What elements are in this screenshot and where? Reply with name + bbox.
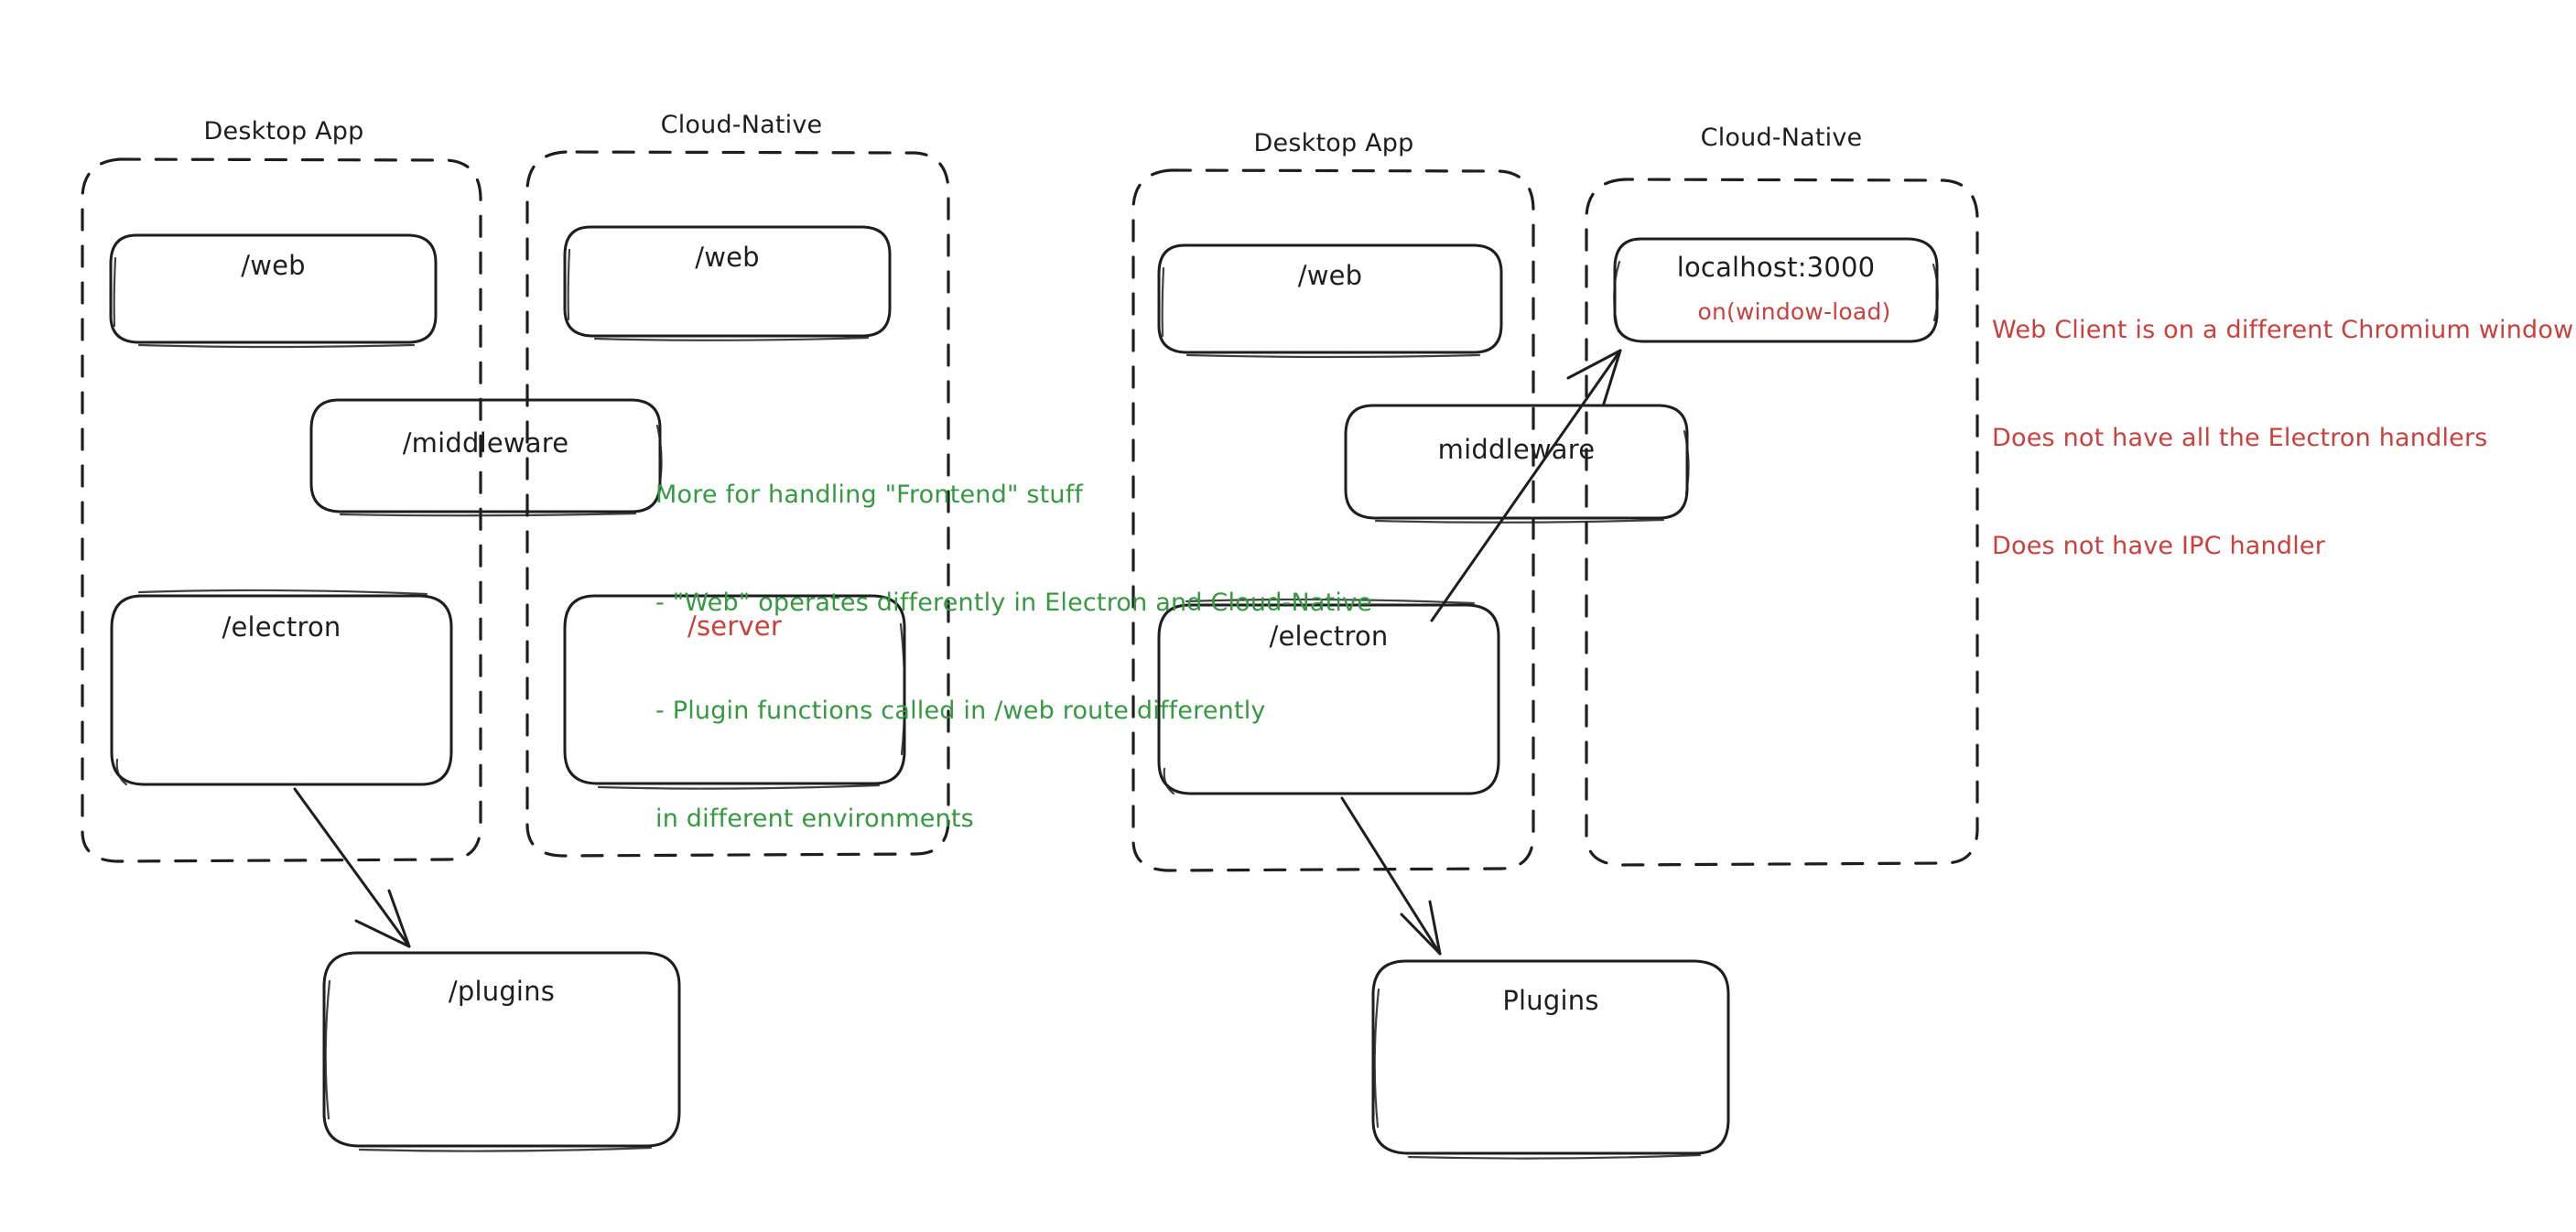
red-note-line-3: Does not have IPC handler [1992,532,2326,561]
left-cloud-web-label: /web [695,242,760,273]
left-electron-label: /electron [222,611,341,643]
right-cloud-group-title: Cloud-Native [1700,124,1863,152]
green-note-line-2: - "Web" operates differently in Electron… [655,589,1373,618]
left-middleware-label: /middleware [402,427,569,459]
right-desktop-group-border [1131,168,1535,872]
red-note-line-1: Web Client is on a different Chromium wi… [1992,315,2574,344]
right-middleware-shape [1344,404,1690,524]
right-electron-to-localhost-arrow [1430,349,1622,622]
left-desktop-group-title: Desktop App [203,117,364,146]
right-localhost-label: localhost:3000 [1676,252,1876,283]
left-desktop-web-label: /web [241,250,306,281]
right-localhost-sublabel: on(window-load) [1697,298,1891,325]
right-electron-shape [1157,598,1500,795]
right-plugins-label: Plugins [1502,985,1599,1016]
left-cloud-group-title: Cloud-Native [660,111,823,139]
left-desktop-group-border [81,157,482,863]
left-server-shape [563,594,906,790]
left-desktop-web-shape [109,233,438,349]
right-desktop-web-label: /web [1297,260,1363,291]
right-desktop-web-shape [1157,243,1503,359]
green-note-line-1: More for handling "Frontend" stuff [655,480,1084,509]
left-electron-to-plugins-arrow [293,787,411,948]
left-middleware-shape [309,398,663,517]
green-note-line-3: - Plugin functions called in /web route … [655,697,1266,726]
right-cloud-group-border [1585,178,1979,867]
left-plugins-shape [322,951,681,1152]
left-cloud-web-shape [563,225,892,341]
right-desktop-group-title: Desktop App [1253,129,1414,157]
red-note: Web Client is on a different Chromium wi… [1992,240,2576,636]
red-note-line-2: Does not have all the Electron handlers [1992,424,2488,453]
right-plugins-shape [1371,959,1730,1160]
left-cloud-group-border [525,150,950,858]
left-server-label: /server [687,611,782,642]
right-localhost-shape [1613,237,1939,343]
right-middleware-label: middleware [1437,434,1596,465]
green-note-line-4: in different environments [655,805,974,834]
green-note: More for handling "Frontend" stuff - "We… [655,405,1388,910]
right-electron-label: /electron [1269,621,1389,652]
left-electron-shape [110,589,453,786]
right-electron-to-plugins-arrow [1340,796,1442,956]
left-plugins-label: /plugins [448,976,556,1007]
